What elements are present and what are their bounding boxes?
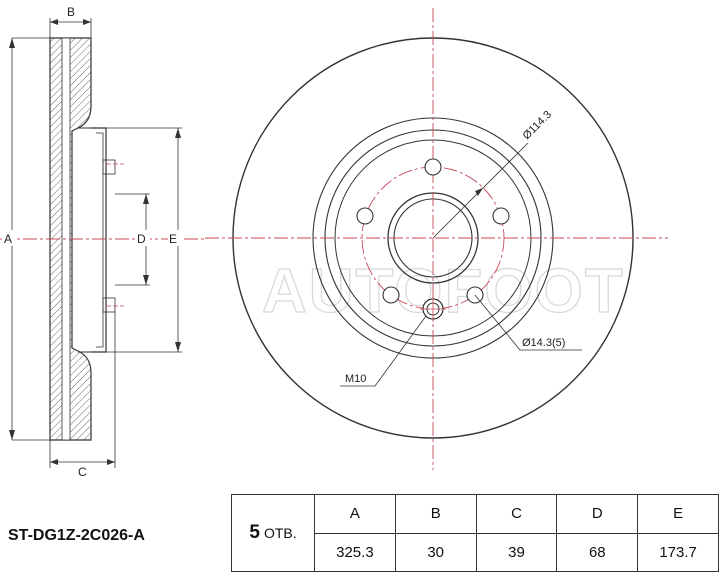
spec-header-d: D bbox=[556, 494, 639, 534]
spec-value-row: 325.3 30 39 68 173.7 bbox=[232, 532, 719, 572]
holes-unit: ОТВ. bbox=[263, 525, 297, 541]
bolt-holes bbox=[356, 158, 510, 304]
front-view: Ø114.3 Ø14.3(5) M10 bbox=[205, 8, 668, 470]
side-bolt-hole bbox=[102, 159, 116, 175]
bolt-hole-2 bbox=[492, 207, 510, 225]
label-thread: M10 bbox=[345, 373, 366, 385]
spec-header-e: E bbox=[637, 494, 719, 534]
part-number: ST-DG1Z-2C026-A bbox=[8, 527, 145, 544]
side-section-view: A B C D E bbox=[0, 5, 205, 479]
watermark: AUTOFOOT bbox=[262, 257, 625, 326]
side-bolt-hole-2 bbox=[102, 297, 116, 313]
dim-label-e: E bbox=[169, 232, 177, 246]
spec-header-b: B bbox=[394, 494, 477, 534]
bolt-hole-5 bbox=[356, 207, 374, 225]
dim-label-d: D bbox=[137, 232, 146, 246]
dim-label-a: A bbox=[4, 232, 12, 246]
spec-value-d: 68 bbox=[556, 532, 639, 572]
spec-value-c: 39 bbox=[475, 532, 558, 572]
spec-value-a: 325.3 bbox=[314, 532, 396, 572]
spec-header-c: C bbox=[475, 494, 558, 534]
holes-count: 5 bbox=[249, 522, 260, 543]
spec-value-e: 173.7 bbox=[637, 532, 719, 572]
label-hole-diameter: Ø14.3(5) bbox=[522, 337, 565, 349]
section-hub-hat-inner bbox=[96, 132, 104, 348]
bolt-hole-4 bbox=[382, 286, 400, 304]
bolt-hole-1 bbox=[424, 158, 442, 176]
label-bolt-circle: Ø114.3 bbox=[521, 109, 554, 142]
dim-label-b: B bbox=[67, 5, 75, 19]
spec-header-a: A bbox=[314, 494, 396, 534]
section-hub-hat bbox=[91, 127, 107, 353]
spec-value-b: 30 bbox=[394, 532, 477, 572]
dim-label-c: C bbox=[78, 465, 87, 479]
